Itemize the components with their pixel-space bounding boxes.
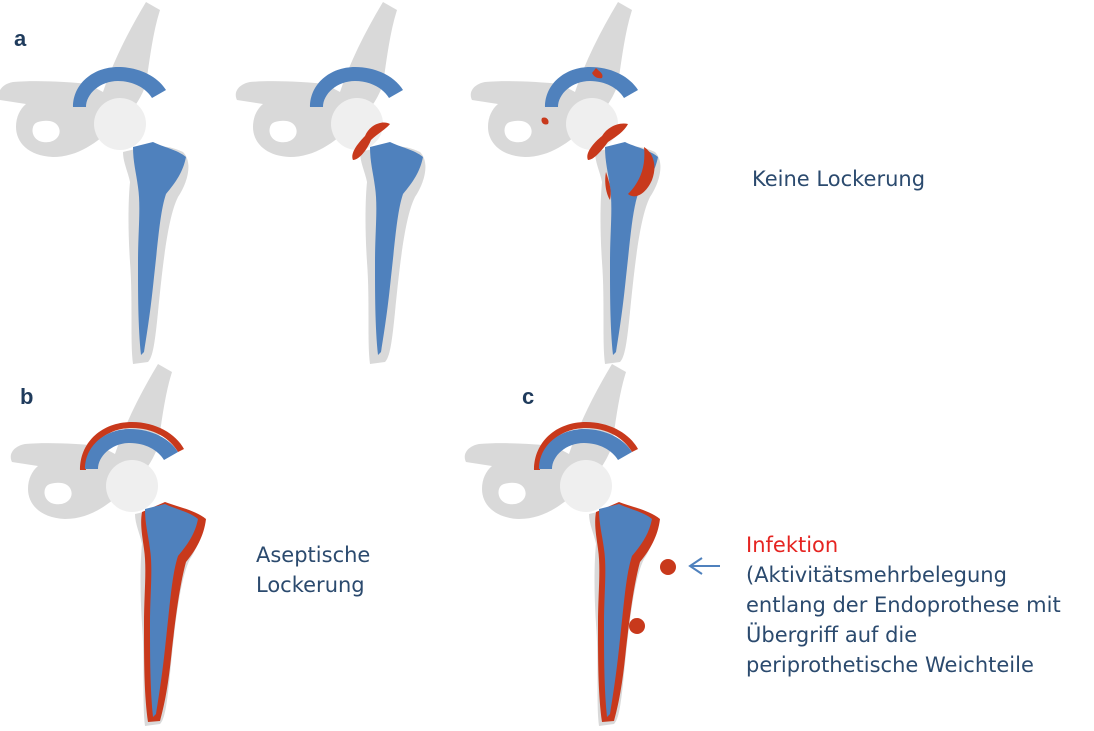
hip-a2 xyxy=(236,2,426,364)
soft-tissue-uptake-upper xyxy=(660,559,676,575)
hip-a3 xyxy=(471,2,661,364)
hip-b xyxy=(11,364,206,726)
hip-c xyxy=(465,364,676,726)
arrow-left-icon xyxy=(690,558,720,574)
hip-a1 xyxy=(0,2,188,364)
soft-tissue-uptake-lower xyxy=(629,618,645,634)
